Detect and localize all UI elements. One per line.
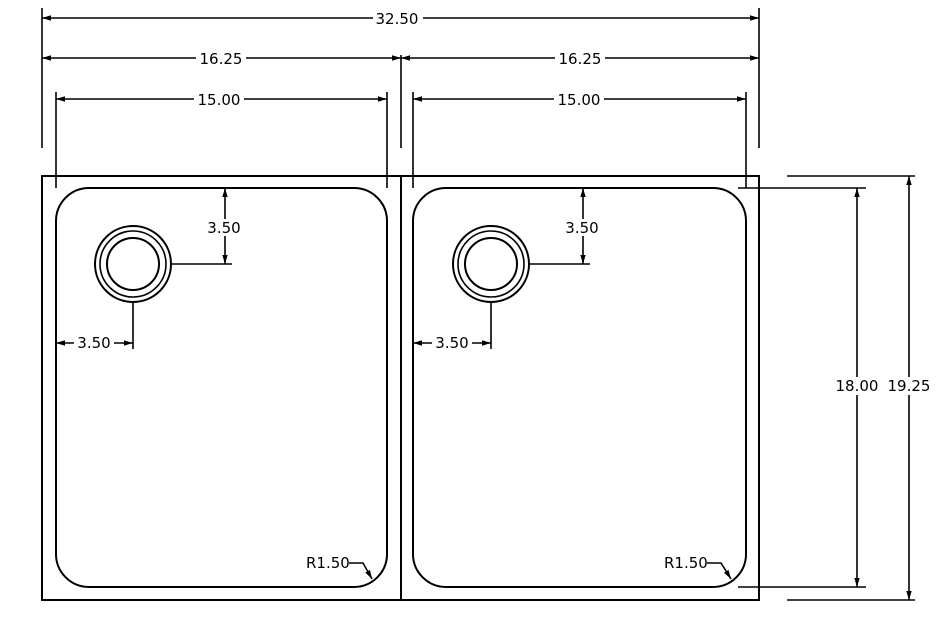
right-outer-width-label: 16.25 <box>559 50 602 68</box>
left-inner-width-label: 15.00 <box>198 91 241 109</box>
right-drain-top-label: 3.50 <box>565 219 598 237</box>
left-radius-leader <box>349 562 373 580</box>
right-inner-width-label: 15.00 <box>558 91 601 109</box>
dimension-right-drain-side <box>413 302 492 351</box>
inner-depth-label: 18.00 <box>836 377 879 395</box>
left-outer-width-label: 16.25 <box>200 50 243 68</box>
dimension-outer-depth <box>787 175 932 601</box>
right-radius-label: R1.50 <box>664 554 708 572</box>
dimension-left-inner-width <box>55 90 388 188</box>
left-drain-side-label: 3.50 <box>77 334 110 352</box>
dimension-right-inner-width <box>412 90 747 188</box>
dimension-overall-width <box>41 8 760 148</box>
dimension-left-drain-side <box>56 302 134 351</box>
dimension-left-drain-top <box>171 188 243 265</box>
right-drain-side-label: 3.50 <box>435 334 468 352</box>
dimension-right-drain-top <box>529 188 601 265</box>
right-drain <box>452 225 530 303</box>
left-drain-top-label: 3.50 <box>207 219 240 237</box>
left-radius-label: R1.50 <box>306 554 350 572</box>
overall-width-label: 32.50 <box>376 10 419 28</box>
right-radius-leader <box>707 562 732 580</box>
left-drain <box>94 225 172 303</box>
dimension-left-outer-width <box>42 49 402 148</box>
outer-depth-label: 19.25 <box>888 377 931 395</box>
left-bowl <box>55 187 388 588</box>
dimension-inner-depth <box>738 187 879 588</box>
dimension-right-outer-width <box>401 49 759 66</box>
right-bowl <box>412 187 747 588</box>
